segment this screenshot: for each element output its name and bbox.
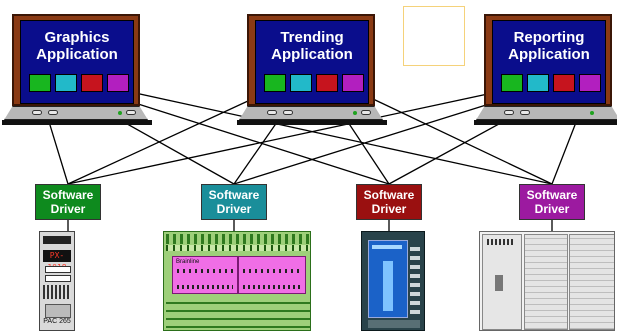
pac-io-bar [43, 285, 71, 299]
connection-line [90, 88, 390, 185]
monitor-knob [267, 110, 277, 115]
monitor-knob [32, 110, 42, 115]
power-led [353, 111, 357, 115]
monitor-bezel: Trending Application [247, 14, 375, 106]
panel-buttons [410, 242, 420, 314]
power-led [590, 111, 594, 115]
monitor-stand-base [2, 120, 152, 125]
power-button [361, 110, 371, 115]
monitor-screen: Reporting Application [492, 20, 606, 104]
connection-line [67, 88, 512, 185]
io-module-right [238, 256, 306, 294]
pac-label: PAC 265 [43, 318, 71, 325]
monitor-stand [476, 106, 617, 120]
app-title-trending: Trending Application [271, 29, 353, 63]
chip-red [553, 74, 575, 92]
power-led [118, 111, 122, 115]
io-module-left: Brainline [172, 256, 238, 294]
connection-line [351, 88, 553, 185]
device-io-board: Brainline [163, 231, 311, 331]
driver-purple: Software Driver [519, 184, 585, 220]
panel-nav-keys [368, 320, 420, 328]
rack-label [487, 239, 515, 245]
empty-placeholder-box [403, 6, 465, 66]
rack-io-module [524, 234, 568, 330]
rack-power-module [482, 234, 522, 330]
chip-green [501, 74, 523, 92]
io-leds [243, 269, 301, 273]
io-leds [177, 285, 233, 289]
io-brand: Brainline [176, 259, 200, 265]
chip-purple [579, 74, 601, 92]
panel-header [372, 245, 402, 249]
io-terminal-row [166, 234, 310, 244]
monitor-stand-base [474, 120, 617, 125]
chip-red [316, 74, 338, 92]
chip-purple [107, 74, 129, 92]
driver-cyan: Software Driver [201, 184, 267, 220]
rack-switch [495, 275, 503, 291]
pac-header [43, 236, 71, 244]
monitor-bezel: Reporting Application [484, 14, 612, 106]
pac-slot [45, 275, 71, 282]
rack-io-module [569, 234, 614, 330]
chip-green [264, 74, 286, 92]
chip-cyan [55, 74, 77, 92]
pac-port [45, 304, 71, 318]
chip-purple [342, 74, 364, 92]
pac-display: PX-1018 [43, 250, 71, 272]
monitor-knob [48, 110, 58, 115]
connection-line [67, 88, 275, 185]
device-pac-controller: PX-1018 PAC 265 [39, 231, 75, 331]
panel-bar-graph [383, 261, 393, 311]
io-terminal-row [166, 245, 310, 251]
io-leds [177, 269, 233, 273]
chip-red [81, 74, 103, 92]
io-terminal-block [166, 296, 310, 328]
monitor-knob [504, 110, 514, 115]
io-leds [243, 285, 301, 289]
monitor-knob [520, 110, 530, 115]
app-title-reporting: Reporting Application [508, 29, 590, 63]
monitor-knob [283, 110, 293, 115]
driver-red: Software Driver [356, 184, 422, 220]
panel-screen [368, 240, 408, 318]
device-panel-display [361, 231, 425, 331]
app-title-graphics: Graphics Application [36, 29, 118, 63]
pac-slot [45, 266, 71, 273]
driver-green: Software Driver [35, 184, 101, 220]
monitor-bezel: Graphics Application [12, 14, 140, 106]
chip-green [29, 74, 51, 92]
chip-cyan [527, 74, 549, 92]
power-button [126, 110, 136, 115]
monitor-screen: Graphics Application [20, 20, 134, 104]
monitor-screen: Trending Application [255, 20, 369, 104]
device-rack-system [479, 231, 615, 331]
connection-line [116, 88, 553, 185]
chip-cyan [290, 74, 312, 92]
monitor-stand-base [237, 120, 387, 125]
